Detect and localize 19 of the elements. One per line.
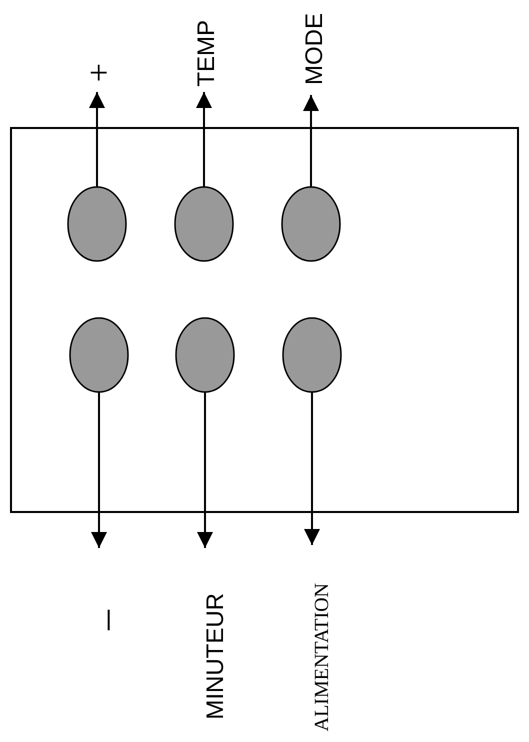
button-label: ALIMENTATION [312, 545, 332, 732]
arrow [303, 95, 319, 187]
button-label: MODE [303, 13, 327, 95]
arrow [91, 392, 107, 548]
round-button [69, 317, 129, 393]
arrow [197, 392, 213, 548]
arrow [89, 92, 105, 187]
round-button [175, 317, 235, 393]
round-button [174, 186, 234, 262]
button-label: MINUTEUR [204, 548, 228, 720]
button-label: TEMP [195, 20, 219, 92]
button-label: – [85, 548, 125, 630]
round-button [67, 186, 127, 262]
round-button [281, 186, 341, 262]
round-button [282, 317, 342, 393]
arrow [304, 392, 320, 545]
button-label: + [83, 62, 117, 92]
arrow [196, 92, 212, 187]
control-panel [10, 127, 519, 513]
